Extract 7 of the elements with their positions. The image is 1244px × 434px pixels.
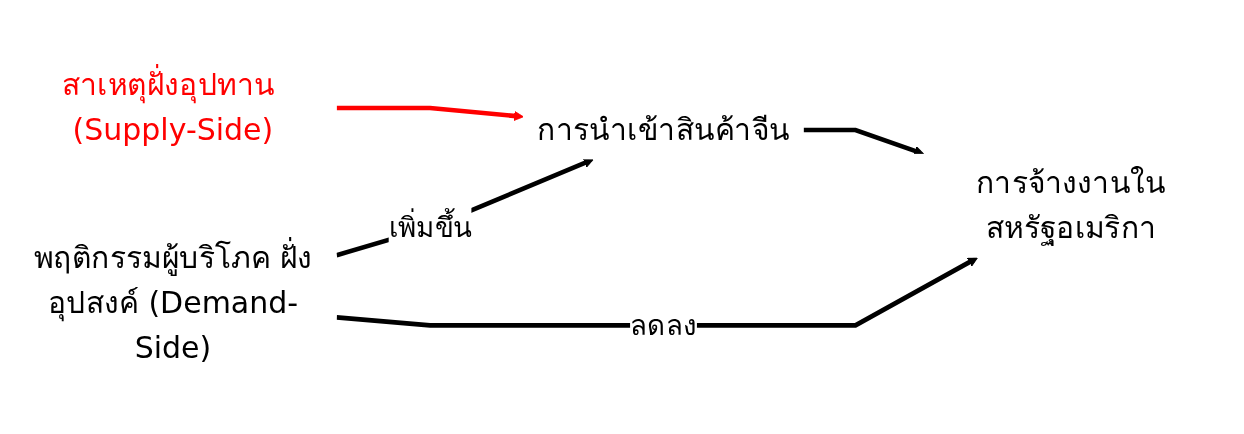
arrow bbox=[803, 127, 924, 156]
node-text: การจ้างงานในสหรัฐอเมริกา bbox=[975, 165, 1167, 245]
edge-label: ลดลง bbox=[630, 309, 697, 342]
arrow bbox=[336, 158, 594, 258]
node-text: การนำเข้าสินค้าจีน bbox=[537, 112, 790, 147]
arrow bbox=[336, 257, 978, 328]
arrow bbox=[336, 105, 524, 121]
